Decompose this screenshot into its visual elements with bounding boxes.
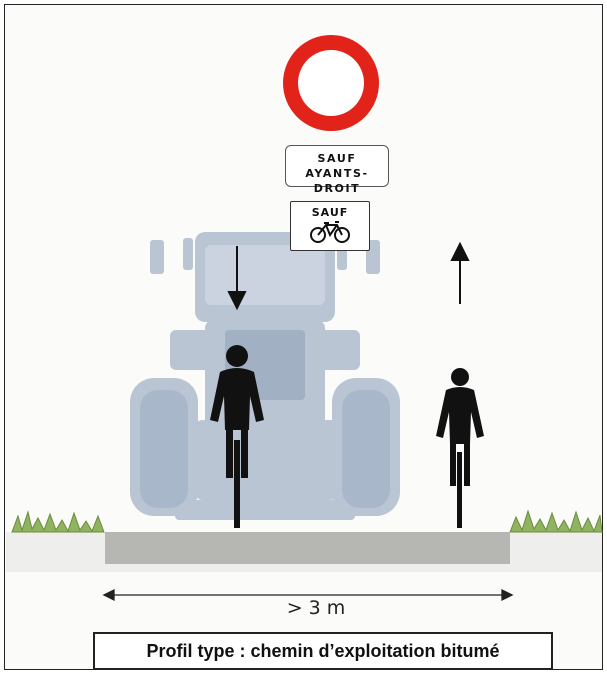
sign-panel-line-1: SAUF [317,152,357,165]
grass-right [509,509,603,533]
caption: Profil type : chemin d’exploitation bitu… [93,632,553,670]
sign-panel-sauf-velo: SAUF [290,201,370,251]
road-surface [105,532,510,564]
cyclist-silhouette-1 [210,345,264,528]
width-label: > 3 m [286,597,346,619]
width-dimension-line [102,588,514,602]
no-vehicles-sign-icon [283,35,379,131]
arrow-up-icon [450,241,470,304]
sign-panel-ayants-droit: SAUF AYANTS-DROIT [285,145,389,195]
sign-panel-line-2: AYANTS-DROIT [305,167,369,195]
grass-left [11,510,105,533]
bicycle-icon [310,221,350,243]
tractor-details [140,245,390,508]
arrow-down-icon [227,246,247,311]
sign-panel-velo-text: SAUF [311,206,349,219]
cyclist-silhouette-2 [436,368,484,528]
